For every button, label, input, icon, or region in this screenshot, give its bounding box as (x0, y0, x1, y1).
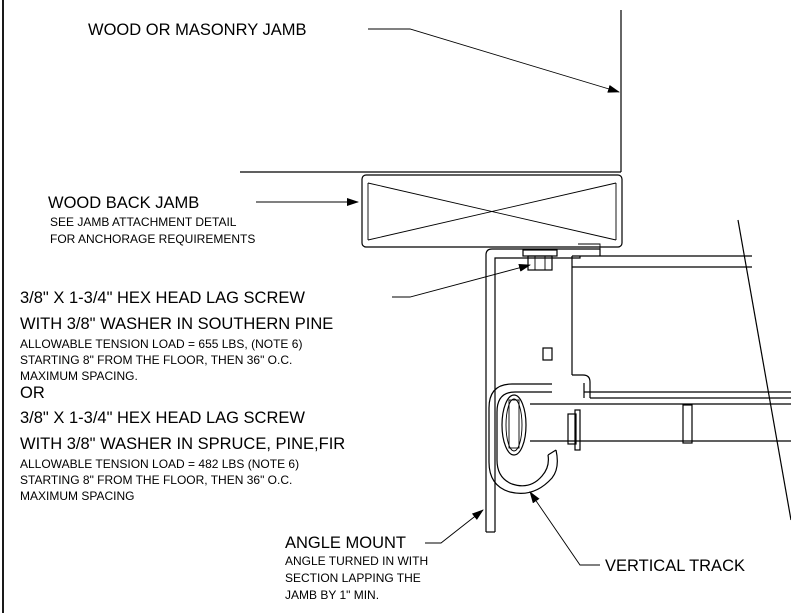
label-masonry-jamb: WOOD OR MASONRY JAMB (88, 21, 307, 39)
note-back-jamb-1: SEE JAMB ATTACHMENT DETAIL (50, 215, 237, 229)
note-lag-screw-b-1: ALLOWABLE TENSION LOAD = 482 LBS (NOTE 6… (20, 457, 299, 471)
door-section (542, 219, 791, 521)
label-vertical-track: VERTICAL TRACK (605, 557, 745, 575)
label-or: OR (20, 384, 45, 402)
note-angle-mount-1: ANGLE TURNED IN WITH (285, 554, 428, 568)
note-back-jamb-2: FOR ANCHORAGE REQUIREMENTS (50, 232, 255, 246)
leaders (256, 28, 620, 566)
label-angle-mount: ANGLE MOUNT (285, 534, 406, 552)
note-lag-screw-a-3: MAXIMUM SPACING. (20, 369, 138, 383)
angle-mount (485, 243, 601, 533)
label-lag-screw-b-1: 3/8" X 1-3/4" HEX HEAD LAG SCREW (20, 409, 305, 427)
label-lag-screw-a-1: 3/8" X 1-3/4" HEX HEAD LAG SCREW (20, 289, 305, 307)
note-lag-screw-a-1: ALLOWABLE TENSION LOAD = 655 LBS, (NOTE … (20, 337, 302, 351)
label-lag-screw-a-2: WITH 3/8" WASHER IN SOUTHERN PINE (20, 315, 333, 333)
vertical-track (488, 383, 558, 494)
wood-back-jamb (361, 174, 623, 248)
note-angle-mount-2: SECTION LAPPING THE (285, 571, 421, 585)
callout-labels: WOOD OR MASONRY JAMB WOOD BACK JAMB SEE … (20, 21, 745, 602)
note-angle-mount-3: JAMB BY 1" MIN. (285, 588, 379, 602)
note-lag-screw-b-2: STARTING 8" FROM THE FLOOR, THEN 36" O.C… (20, 473, 292, 487)
hex-head-lag-screw (522, 249, 558, 271)
label-lag-screw-b-2: WITH 3/8" WASHER IN SPRUCE, PINE,FIR (20, 435, 345, 453)
label-wood-back-jamb: WOOD BACK JAMB (48, 194, 199, 212)
roller-shaft (530, 403, 791, 451)
masonry-jamb (240, 10, 622, 173)
roller-wheel (501, 394, 527, 456)
note-lag-screw-b-3: MAXIMUM SPACING (20, 489, 134, 503)
note-lag-screw-a-2: STARTING 8" FROM THE FLOOR, THEN 36" O.C… (20, 353, 292, 367)
